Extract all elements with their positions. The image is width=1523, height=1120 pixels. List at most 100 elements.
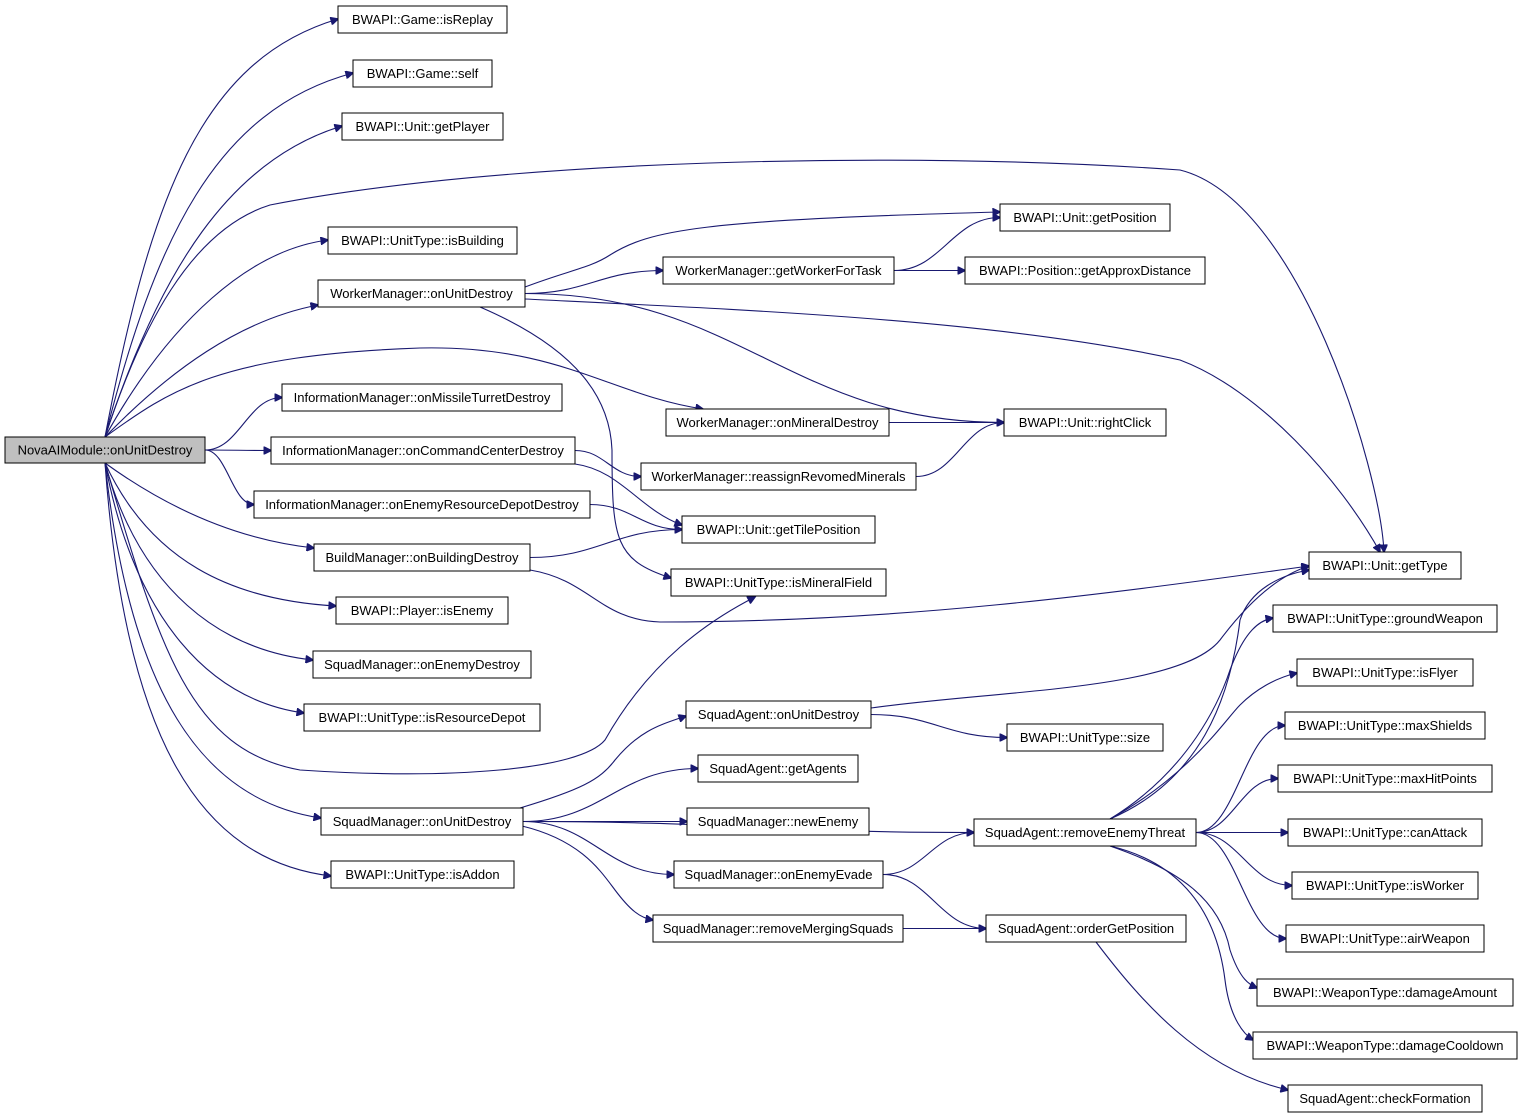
edge-n0-to-n6 (204, 398, 282, 451)
graph-node-n12[interactable]: BWAPI::UnitType::isResourceDepot (303, 703, 541, 732)
graph-node-n35[interactable]: BWAPI::UnitType::maxHitPoints (1277, 764, 1493, 793)
node-box (327, 226, 518, 255)
graph-node-n6[interactable]: InformationManager::onMissileTurretDestr… (281, 383, 563, 412)
node-box (1256, 978, 1514, 1007)
node-box (685, 700, 872, 729)
graph-node-n20[interactable]: SquadAgent::onUnitDestroy (685, 700, 872, 729)
graph-node-n38[interactable]: BWAPI::UnitType::airWeapon (1285, 924, 1485, 953)
graph-node-n4[interactable]: BWAPI::UnitType::isBuilding (327, 226, 518, 255)
edge-n9-to-n31 (529, 566, 1309, 623)
edge-n29-to-n33 (1109, 673, 1297, 820)
graph-node-n30[interactable]: SquadAgent::orderGetPosition (985, 914, 1187, 943)
graph-node-n34[interactable]: BWAPI::UnitType::maxShields (1284, 711, 1486, 740)
node-box (640, 462, 917, 491)
graph-node-n11[interactable]: SquadManager::onEnemyDestroy (312, 650, 532, 679)
graph-node-n5[interactable]: WorkerManager::onUnitDestroy (317, 279, 526, 308)
graph-node-n15[interactable]: WorkerManager::getWorkerForTask (662, 256, 895, 285)
node-box (270, 436, 576, 465)
node-box (281, 383, 563, 412)
graph-node-n36[interactable]: BWAPI::UnitType::canAttack (1287, 818, 1483, 847)
edge-n5-to-n27 (524, 292, 1004, 423)
edge-n0-to-n9 (104, 462, 314, 548)
graph-node-n25[interactable]: BWAPI::Unit::getPosition (999, 203, 1171, 232)
graph-node-n41[interactable]: SquadAgent::checkFormation (1287, 1084, 1483, 1113)
edge-n0-to-n10 (104, 462, 336, 606)
edge-n7-to-n17 (574, 449, 641, 477)
node-box (681, 515, 876, 544)
graph-node-n28[interactable]: BWAPI::UnitType::size (1006, 723, 1164, 752)
edge-n15-to-n25 (893, 218, 1000, 272)
graph-node-n8[interactable]: InformationManager::onEnemyResourceDepot… (253, 490, 591, 519)
node-label: InformationManager::onCommandCenterDestr… (282, 443, 564, 458)
graph-node-n24[interactable]: SquadManager::removeMergingSquads (652, 914, 904, 943)
edge-n13-to-n21 (522, 769, 698, 823)
graph-node-n14[interactable]: BWAPI::UnitType::isAddon (330, 860, 515, 889)
graph-node-n23[interactable]: SquadManager::onEnemyEvade (673, 860, 884, 889)
graph-node-n31[interactable]: BWAPI::Unit::getType (1308, 551, 1462, 580)
node-label: SquadAgent::checkFormation (1299, 1091, 1470, 1106)
graph-node-n1[interactable]: BWAPI::Game::isReplay (337, 5, 508, 34)
node-box (1296, 658, 1474, 687)
graph-node-n13[interactable]: SquadManager::onUnitDestroy (320, 807, 524, 836)
graph-node-n22[interactable]: SquadManager::newEnemy (686, 807, 870, 836)
graph-node-n17[interactable]: WorkerManager::reassignRevomedMinerals (640, 462, 917, 491)
node-label: BWAPI::UnitType::isBuilding (341, 233, 504, 248)
graph-node-n10[interactable]: BWAPI::Player::isEnemy (335, 596, 509, 625)
graph-node-n2[interactable]: BWAPI::Game::self (352, 59, 493, 88)
graph-node-n9[interactable]: BuildManager::onBuildingDestroy (313, 543, 531, 572)
graph-node-n7[interactable]: InformationManager::onCommandCenterDestr… (270, 436, 576, 465)
node-box (1308, 551, 1462, 580)
node-label: SquadAgent::removeEnemyThreat (985, 825, 1186, 840)
node-box (670, 568, 887, 597)
graph-node-n19[interactable]: BWAPI::UnitType::isMineralField (670, 568, 887, 597)
node-label: BWAPI::UnitType::isWorker (1306, 878, 1465, 893)
graph-node-n18[interactable]: BWAPI::Unit::getTilePosition (681, 515, 876, 544)
edge-n7-to-n18 (574, 463, 682, 525)
node-box (673, 860, 884, 889)
graph-node-n27[interactable]: BWAPI::Unit::rightClick (1003, 408, 1167, 437)
node-label: WorkerManager::reassignRevomedMinerals (651, 469, 906, 484)
graph-node-n21[interactable]: SquadAgent::getAgents (697, 754, 859, 783)
node-box (662, 256, 895, 285)
node-box (1272, 604, 1498, 633)
edge-n29-to-n35 (1195, 779, 1278, 834)
node-box (1285, 924, 1485, 953)
edge-n13-to-n20 (519, 716, 686, 809)
node-label: BWAPI::UnitType::canAttack (1303, 825, 1468, 840)
edge-n17-to-n27 (915, 423, 1004, 478)
graph-node-n26[interactable]: BWAPI::Position::getApproxDistance (964, 256, 1206, 285)
edge-n29-to-n39 (1109, 845, 1257, 988)
node-box (253, 490, 591, 519)
node-box (303, 703, 541, 732)
graph-node-n3[interactable]: BWAPI::Unit::getPlayer (341, 112, 504, 141)
graph-node-n33[interactable]: BWAPI::UnitType::isFlyer (1296, 658, 1474, 687)
node-label: InformationManager::onMissileTurretDestr… (294, 390, 551, 405)
edge-n8-to-n18 (589, 503, 682, 530)
graph-node-n39[interactable]: BWAPI::WeaponType::damageAmount (1256, 978, 1514, 1007)
node-box (330, 860, 515, 889)
node-box (1287, 818, 1483, 847)
edge-n30-to-n41 (1095, 941, 1288, 1090)
node-label: BWAPI::Player::isEnemy (351, 603, 494, 618)
graph-node-n40[interactable]: BWAPI::WeaponType::damageCooldown (1252, 1031, 1518, 1060)
edge-n9-to-n18 (529, 530, 682, 559)
graph-node-n32[interactable]: BWAPI::UnitType::groundWeapon (1272, 604, 1498, 633)
node-label: BWAPI::UnitType::groundWeapon (1287, 611, 1483, 626)
node-label: BWAPI::UnitType::maxShields (1298, 718, 1473, 733)
node-box (697, 754, 859, 783)
node-box (335, 596, 509, 625)
edge-n20-to-n28 (870, 713, 1007, 738)
edge-n29-to-n37 (1195, 831, 1292, 886)
node-box (1277, 764, 1493, 793)
graph-node-n29[interactable]: SquadAgent::removeEnemyThreat (973, 818, 1197, 847)
graph-node-n0[interactable]: NovaAIModule::onUnitDestroy (4, 436, 206, 464)
edge-n23-to-n29 (882, 833, 974, 876)
node-label: BWAPI::UnitType::maxHitPoints (1293, 771, 1477, 786)
edge-n5-to-n25 (524, 212, 1000, 288)
edge-n13-to-n24 (521, 825, 653, 920)
graph-node-n37[interactable]: BWAPI::UnitType::isWorker (1291, 871, 1479, 900)
node-label: BWAPI::UnitType::size (1020, 730, 1150, 745)
graph-node-n16[interactable]: WorkerManager::onMineralDestroy (665, 408, 890, 437)
edge-n0-to-n5 (104, 305, 318, 438)
